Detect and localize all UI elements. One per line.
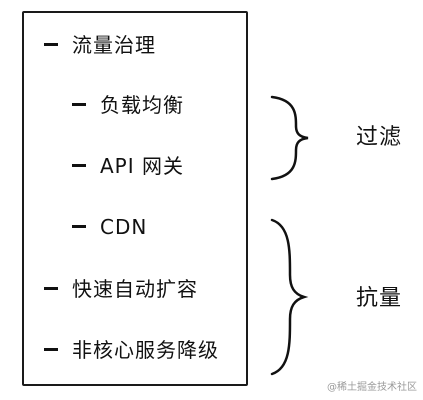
- dash-bullet: [44, 287, 58, 290]
- outline-box: [22, 11, 248, 386]
- group-label-filter: 过滤: [356, 125, 403, 150]
- item-label: 流量治理: [72, 33, 156, 57]
- list-item-load-balancing: 负载均衡: [72, 93, 184, 117]
- list-item-cdn: CDN: [72, 215, 147, 239]
- dash-bullet: [44, 348, 58, 351]
- item-label: 快速自动扩容: [72, 277, 198, 301]
- list-item-api-gateway: API 网关: [72, 154, 184, 178]
- brace-filter: [270, 95, 309, 181]
- list-item-auto-scaling: 快速自动扩容: [44, 277, 198, 301]
- brace-resist: [270, 218, 309, 376]
- dash-bullet: [72, 103, 86, 106]
- list-item-degradation: 非核心服务降级: [44, 338, 219, 362]
- dash-bullet: [44, 43, 58, 46]
- dash-bullet: [72, 225, 86, 228]
- item-label: 负载均衡: [100, 93, 184, 117]
- watermark: @稀土掘金技术社区: [327, 382, 417, 393]
- item-label: 非核心服务降级: [72, 338, 219, 362]
- list-item-traffic-governance: 流量治理: [44, 33, 156, 57]
- item-label: API 网关: [100, 154, 184, 178]
- item-label: CDN: [100, 215, 148, 239]
- dash-bullet: [72, 164, 86, 167]
- group-label-resist: 抗量: [356, 286, 403, 311]
